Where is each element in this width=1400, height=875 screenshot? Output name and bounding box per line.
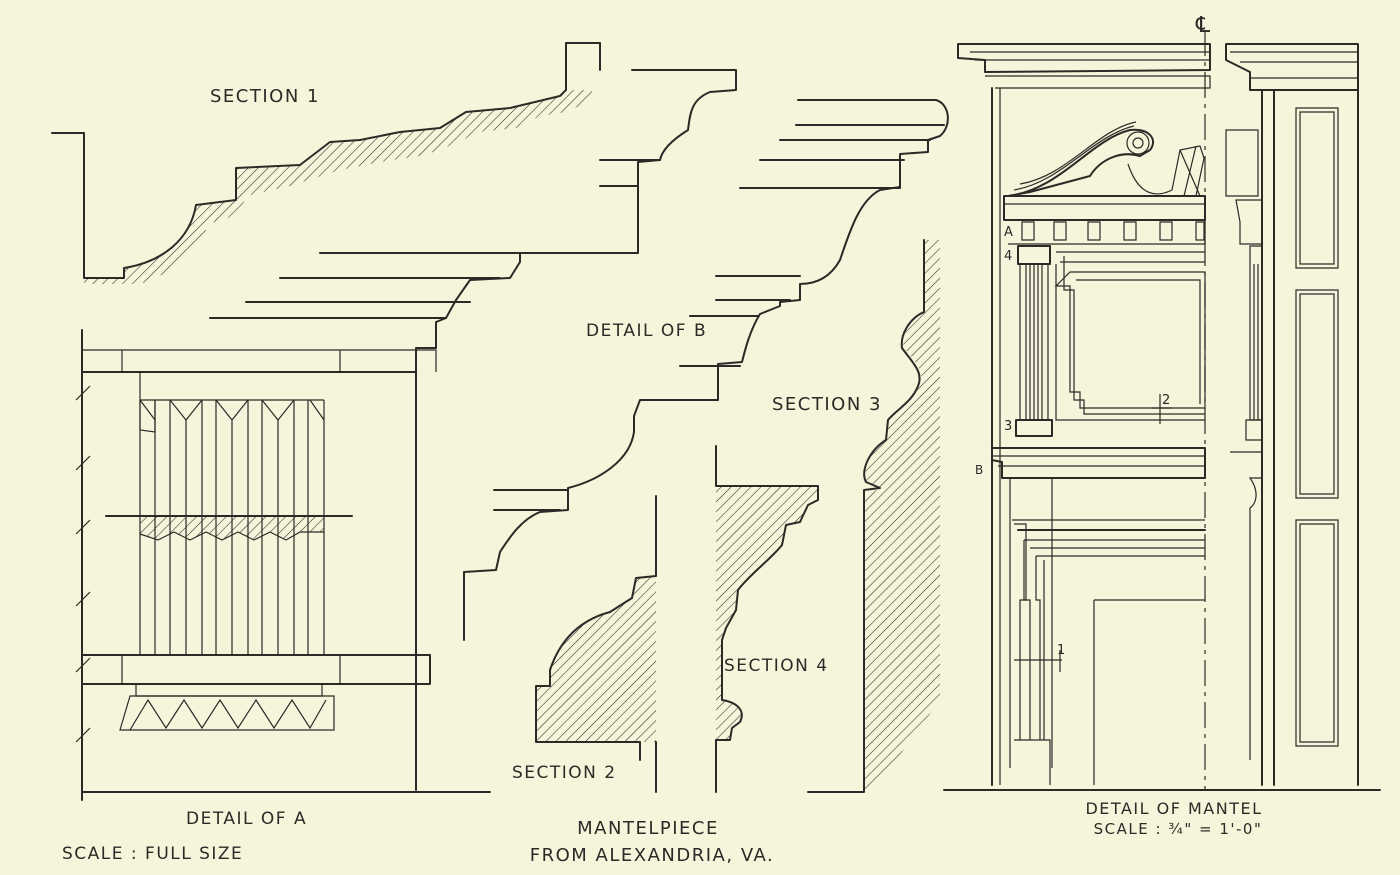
mark-b: B: [975, 463, 985, 477]
section-1-label: SECTION 1: [210, 86, 320, 107]
section-4-profile: [715, 445, 819, 793]
detail-mantel-label: DETAIL OF MANTEL: [1085, 799, 1262, 818]
detail-b-profile: [209, 69, 949, 641]
mark-1: 1: [1057, 643, 1067, 658]
mantel-elevation: [943, 30, 1381, 791]
section-3-label: SECTION 3: [772, 394, 882, 415]
section-4-label: SECTION 4: [724, 656, 829, 676]
detail-b-label: DETAIL OF B: [586, 321, 707, 341]
mark-3: 3: [1004, 419, 1014, 434]
drawing-title-line-2: FROM ALEXANDRIA, VA.: [530, 845, 774, 866]
mark-4: 4: [1004, 249, 1014, 264]
dentils: [1021, 221, 1205, 241]
centerline-symbol: ℄: [1195, 13, 1212, 38]
break-marks: [75, 385, 91, 743]
detail-a-elevation: [75, 329, 491, 801]
detail-a-label: DETAIL OF A: [186, 809, 307, 829]
section-2-profile: [535, 495, 657, 793]
drawing-title-line-1: MANTELPIECE: [577, 818, 719, 839]
section-3-profile: [807, 239, 940, 793]
section-2-label: SECTION 2: [512, 763, 617, 783]
scale-full-label: SCALE : FULL SIZE: [62, 844, 243, 864]
scale-mantel-label: SCALE : ¾" = 1'-0": [1094, 820, 1263, 838]
mark-2: 2: [1162, 393, 1172, 408]
section-1-profile: [51, 42, 601, 284]
mark-a: A: [1004, 225, 1014, 240]
